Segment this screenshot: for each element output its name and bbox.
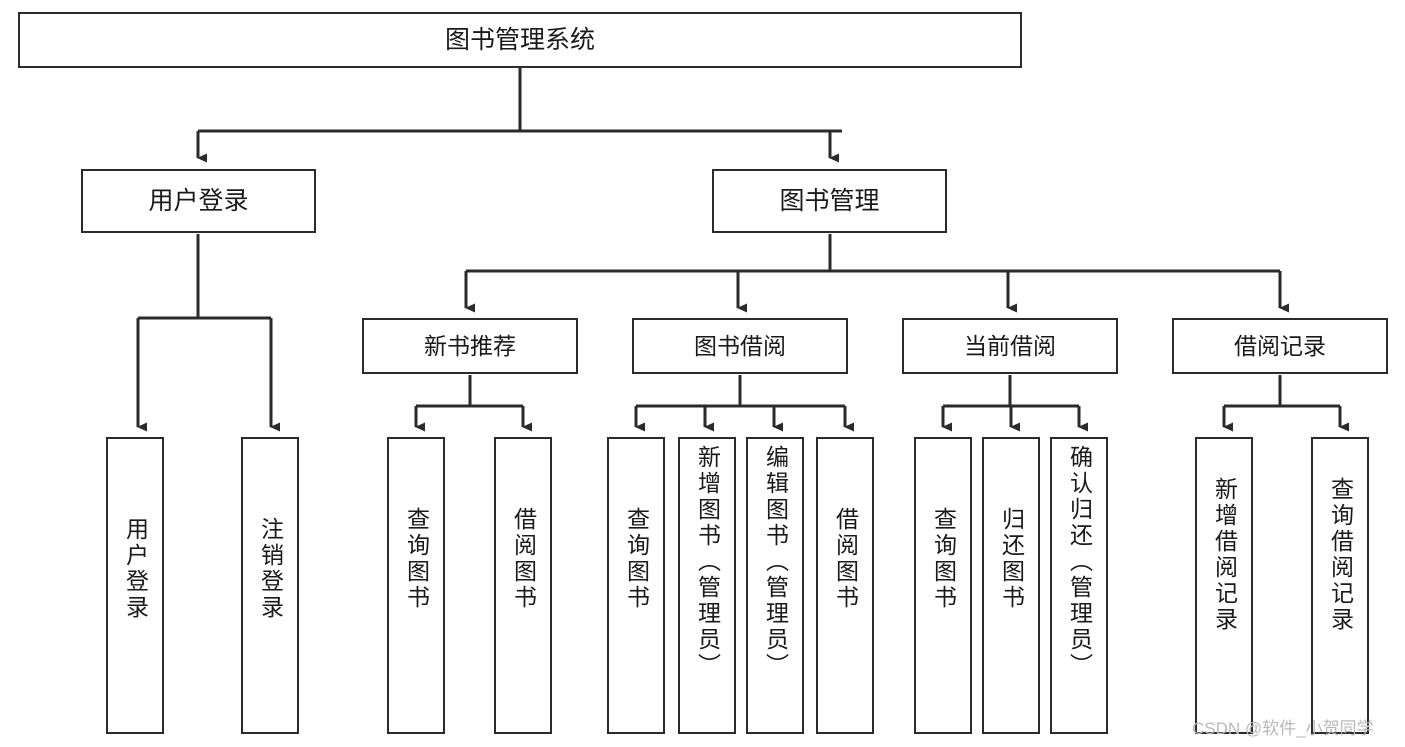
leaf-user-login-login[interactable]: 用户登录 [106, 437, 164, 734]
node-label: 新增借阅记录 [1211, 477, 1238, 633]
leaf-book-borrow-add-book-admin[interactable]: 新增图书（管理员） [678, 437, 736, 734]
node-new-book-recommend[interactable]: 新书推荐 [362, 318, 578, 374]
node-user-login[interactable]: 用户登录 [81, 169, 316, 233]
node-label: 归还图书 [998, 507, 1025, 611]
node-label: 借阅图书 [510, 507, 537, 611]
node-label: 借阅记录 [1234, 332, 1326, 359]
leaf-book-borrow-query-books[interactable]: 查询图书 [607, 437, 665, 734]
leaf-book-borrow-borrow-books[interactable]: 借阅图书 [816, 437, 874, 734]
node-label: 用户登录 [148, 186, 249, 215]
node-root-book-management-system[interactable]: 图书管理系统 [18, 12, 1022, 68]
leaf-current-borrow-query-books[interactable]: 查询图书 [914, 437, 972, 734]
node-label: 新增图书（管理员） [694, 445, 721, 679]
leaf-new-book-borrow-books[interactable]: 借阅图书 [494, 437, 552, 734]
node-book-management[interactable]: 图书管理 [712, 169, 947, 233]
leaf-borrow-record-query-record[interactable]: 查询借阅记录 [1311, 437, 1369, 734]
node-book-borrow[interactable]: 图书借阅 [632, 318, 848, 374]
node-label: 编辑图书（管理员） [762, 445, 789, 679]
leaf-borrow-record-add-record[interactable]: 新增借阅记录 [1195, 437, 1253, 734]
leaf-user-login-logout[interactable]: 注销登录 [241, 437, 299, 734]
node-label: 图书管理系统 [444, 25, 595, 54]
node-label: 当前借阅 [964, 332, 1056, 359]
leaf-current-borrow-confirm-return-admin[interactable]: 确认归还（管理员） [1050, 437, 1108, 734]
node-label: 图书借阅 [694, 332, 786, 359]
node-label: 确认归还（管理员） [1066, 445, 1093, 679]
node-label: 用户登录 [122, 517, 149, 621]
node-label: 查询借阅记录 [1327, 477, 1354, 633]
node-label: 查询图书 [930, 507, 957, 611]
node-label: 新书推荐 [424, 332, 516, 359]
node-label: 注销登录 [257, 517, 284, 621]
node-label: 图书管理 [779, 186, 880, 215]
node-borrow-record[interactable]: 借阅记录 [1172, 318, 1388, 374]
leaf-new-book-query-books[interactable]: 查询图书 [387, 437, 445, 734]
node-label: 借阅图书 [832, 507, 859, 611]
leaf-current-borrow-return-books[interactable]: 归还图书 [982, 437, 1040, 734]
node-label: 查询图书 [403, 507, 430, 611]
leaf-book-borrow-edit-book-admin[interactable]: 编辑图书（管理员） [746, 437, 804, 734]
node-current-borrow[interactable]: 当前借阅 [902, 318, 1118, 374]
node-label: 查询图书 [623, 507, 650, 611]
